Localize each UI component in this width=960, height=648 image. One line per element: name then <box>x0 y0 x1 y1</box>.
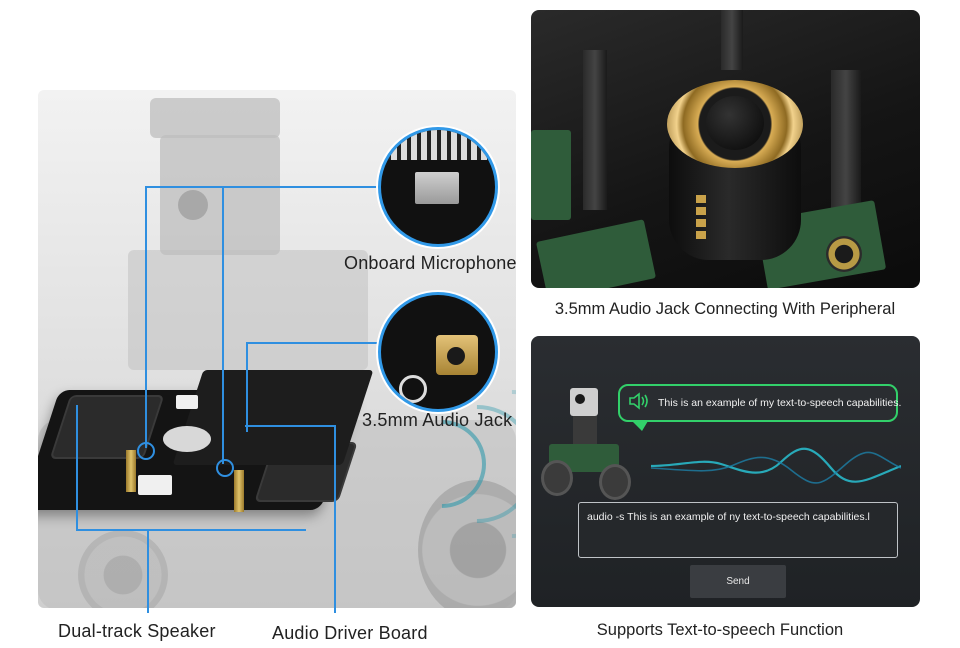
robot-wheel-right <box>418 480 516 608</box>
callout-line <box>334 425 336 613</box>
label-onboard-microphone: Onboard Microphone <box>344 253 517 273</box>
callout-line <box>246 342 380 344</box>
audio-driver-pcb <box>172 370 374 465</box>
pcb-edge <box>535 219 657 288</box>
standoff-pillar <box>721 10 743 70</box>
label-dual-track-speaker: Dual-track Speaker <box>58 621 216 641</box>
callout-line <box>76 405 78 529</box>
standoff-left <box>126 450 136 492</box>
standoff-right <box>234 470 244 512</box>
robot-camera-head <box>160 135 280 255</box>
speech-bubble: This is an example of my text-to-speech … <box>618 384 902 431</box>
audio-jack-peripheral-photo <box>531 10 920 288</box>
mic-chip <box>415 172 459 204</box>
robot-wheel <box>541 460 573 496</box>
callout-line <box>147 529 149 613</box>
jack-hole <box>447 347 465 365</box>
audio-waveform <box>651 447 901 484</box>
robot-wheel-left <box>78 530 168 608</box>
servo-hub <box>178 190 208 220</box>
tts-command-input[interactable]: audio -s This is an example of ny text-t… <box>578 502 898 558</box>
robot-pan-tilt <box>128 250 368 370</box>
zoom-pins <box>381 130 495 160</box>
tts-demo-panel: This is an example of my text-to-speech … <box>531 336 920 607</box>
callout-line <box>246 342 248 432</box>
mic-highlight <box>216 459 234 477</box>
audio-jack-socket <box>826 236 862 272</box>
callout-line <box>76 529 306 531</box>
send-button[interactable]: Send <box>690 565 786 598</box>
audio-jack-zoom <box>378 292 498 412</box>
label-audio-driver-board: Audio Driver Board <box>272 623 428 643</box>
pogo-pins <box>696 195 706 239</box>
mic-highlight <box>137 442 155 460</box>
speaker-connector <box>138 475 172 495</box>
callout-line <box>222 186 224 464</box>
robot-top-rail <box>150 98 280 138</box>
callout-line <box>145 186 147 448</box>
microphone-zoom <box>378 127 498 247</box>
speech-bubble-text: This is an example of my text-to-speech … <box>658 397 902 409</box>
pcb-edge <box>531 130 571 220</box>
label-audio-jack: 3.5mm Audio Jack <box>362 410 513 430</box>
callout-line <box>245 425 335 427</box>
robot-wheel <box>599 464 631 500</box>
peripheral-speaker-knob <box>706 96 764 150</box>
caption-audio-jack-peripheral: 3.5mm Audio Jack Connecting With Periphe… <box>554 300 896 318</box>
robot-mast <box>573 416 597 448</box>
callout-line <box>145 186 381 188</box>
standoff-pillar <box>583 50 607 210</box>
board-coin-cell <box>163 426 211 452</box>
small-connector <box>176 395 198 409</box>
mount-hole <box>399 375 427 403</box>
robot-lens <box>575 394 585 404</box>
caption-text-to-speech: Supports Text-to-speech Function <box>596 621 844 639</box>
speaker-volume-icon <box>628 391 650 415</box>
